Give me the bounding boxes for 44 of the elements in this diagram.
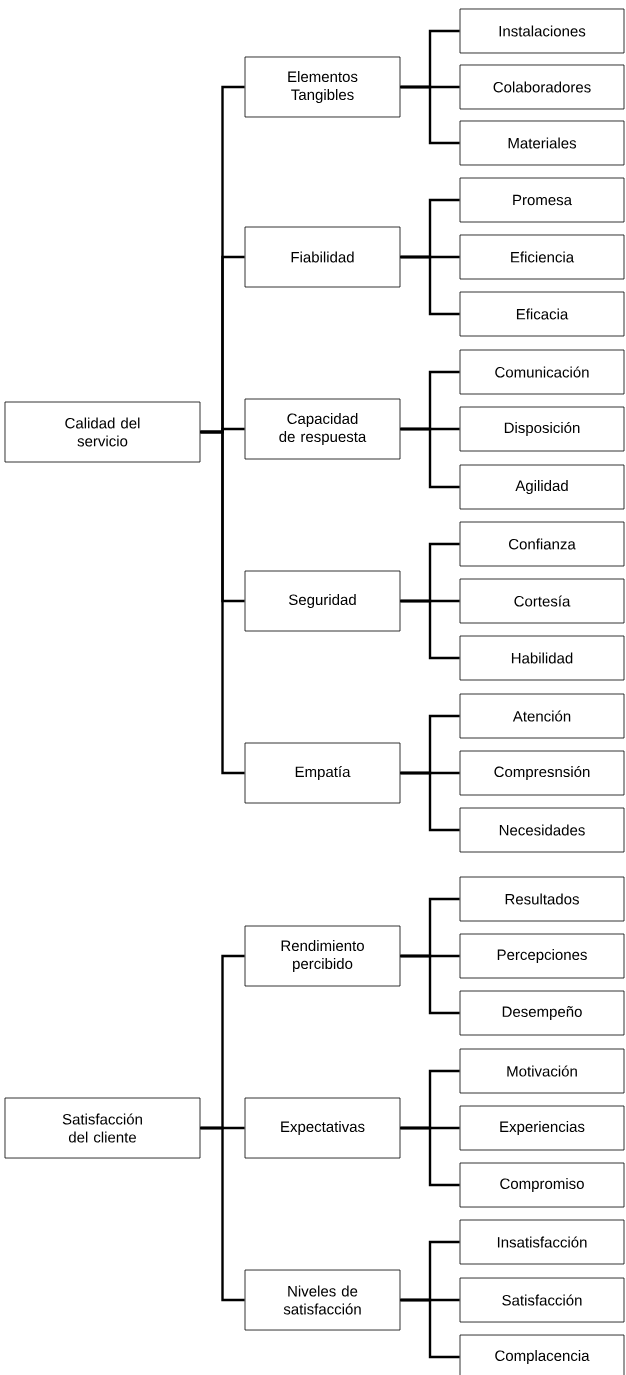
dimension-box: Rendimiento percibido [244,925,401,987]
indicator-box: Percepciones [459,933,625,979]
indicator-box: Satisfacción [459,1277,625,1323]
dimension-box: Empatía [244,742,401,804]
connector-line [400,427,460,489]
indicator-box: Resultados [459,876,625,922]
dimension-box: Fiabilidad [244,226,401,288]
connector-line [200,1126,245,1302]
indicator-box: Motivación [459,1048,625,1094]
connector-line [400,954,460,1015]
indicator-box: Confianza [459,521,625,567]
indicator-box: Eficiencia [459,234,625,280]
indicator-box: Experiencias [459,1105,625,1151]
category-box: Satisfacción del cliente [4,1097,201,1159]
dimension-box: Elementos Tangibles [244,56,401,118]
dimension-box: Expectativas [244,1097,401,1159]
indicator-box: Colaboradores [459,64,625,110]
indicator-box: Atención [459,693,625,739]
connector-line [400,85,460,145]
dimension-box: Capacidad de respuesta [244,398,401,460]
connector-line [400,599,460,660]
indicator-box: Compromiso [459,1162,625,1208]
indicator-box: Compresnsión [459,750,625,796]
connector-line [400,255,460,316]
connector-line [400,771,460,832]
indicator-box: Complacencia [459,1334,625,1375]
connector-line [400,1126,460,1187]
indicator-box: Comunicación [459,349,625,395]
connector-line [200,430,245,775]
indicator-box: Cortesía [459,578,625,624]
indicator-box: Eficacia [459,291,625,337]
indicator-box: Habilidad [459,635,625,681]
indicator-box: Agilidad [459,464,625,510]
indicator-box: Insatisfacción [459,1219,625,1265]
dimension-box: Seguridad [244,570,401,632]
indicator-box: Materiales [459,120,625,166]
indicator-box: Promesa [459,177,625,223]
indicator-box: Desempeño [459,990,625,1036]
indicator-box: Necesidades [459,807,625,853]
category-box: Calidad del servicio [4,401,201,463]
dimension-box: Niveles de satisfacción [244,1269,401,1331]
indicator-box: Disposición [459,406,625,452]
indicator-box: Instalaciones [459,8,625,54]
connector-line [400,1298,460,1359]
